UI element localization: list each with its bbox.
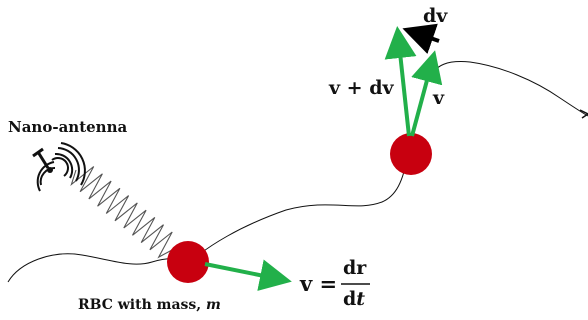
v-plus-dv-arrow — [384, 26, 417, 137]
fraction-denominator: dt — [343, 288, 365, 310]
spring-link — [70, 166, 173, 259]
rbc-mass-symbol: m — [206, 297, 221, 313]
nano-antenna-label: Nano-antenna — [8, 118, 127, 136]
rbc-label-text: RBC with mass, — [78, 297, 206, 313]
velocity-equation-lhs: v = — [299, 271, 337, 296]
v-plus-dv-label: v + dv — [328, 77, 394, 99]
v-label-upper: v — [432, 87, 445, 109]
nano-antenna-icon — [32, 142, 86, 192]
rbc-lower — [167, 241, 209, 283]
rbc-upper — [390, 133, 432, 175]
velocity-arrow-lower — [204, 259, 292, 291]
trajectory-path — [7, 61, 588, 283]
fraction-den-d: d — [343, 288, 356, 310]
trajectory-end-arrow-icon — [579, 109, 588, 119]
dv-label: dv — [423, 5, 448, 27]
dv-arrow — [402, 23, 440, 54]
v-arrow — [410, 50, 443, 137]
fraction-numerator: dr — [343, 257, 367, 279]
fraction-den-t: t — [356, 288, 365, 310]
rbc-label: RBC with mass, m — [78, 297, 221, 313]
